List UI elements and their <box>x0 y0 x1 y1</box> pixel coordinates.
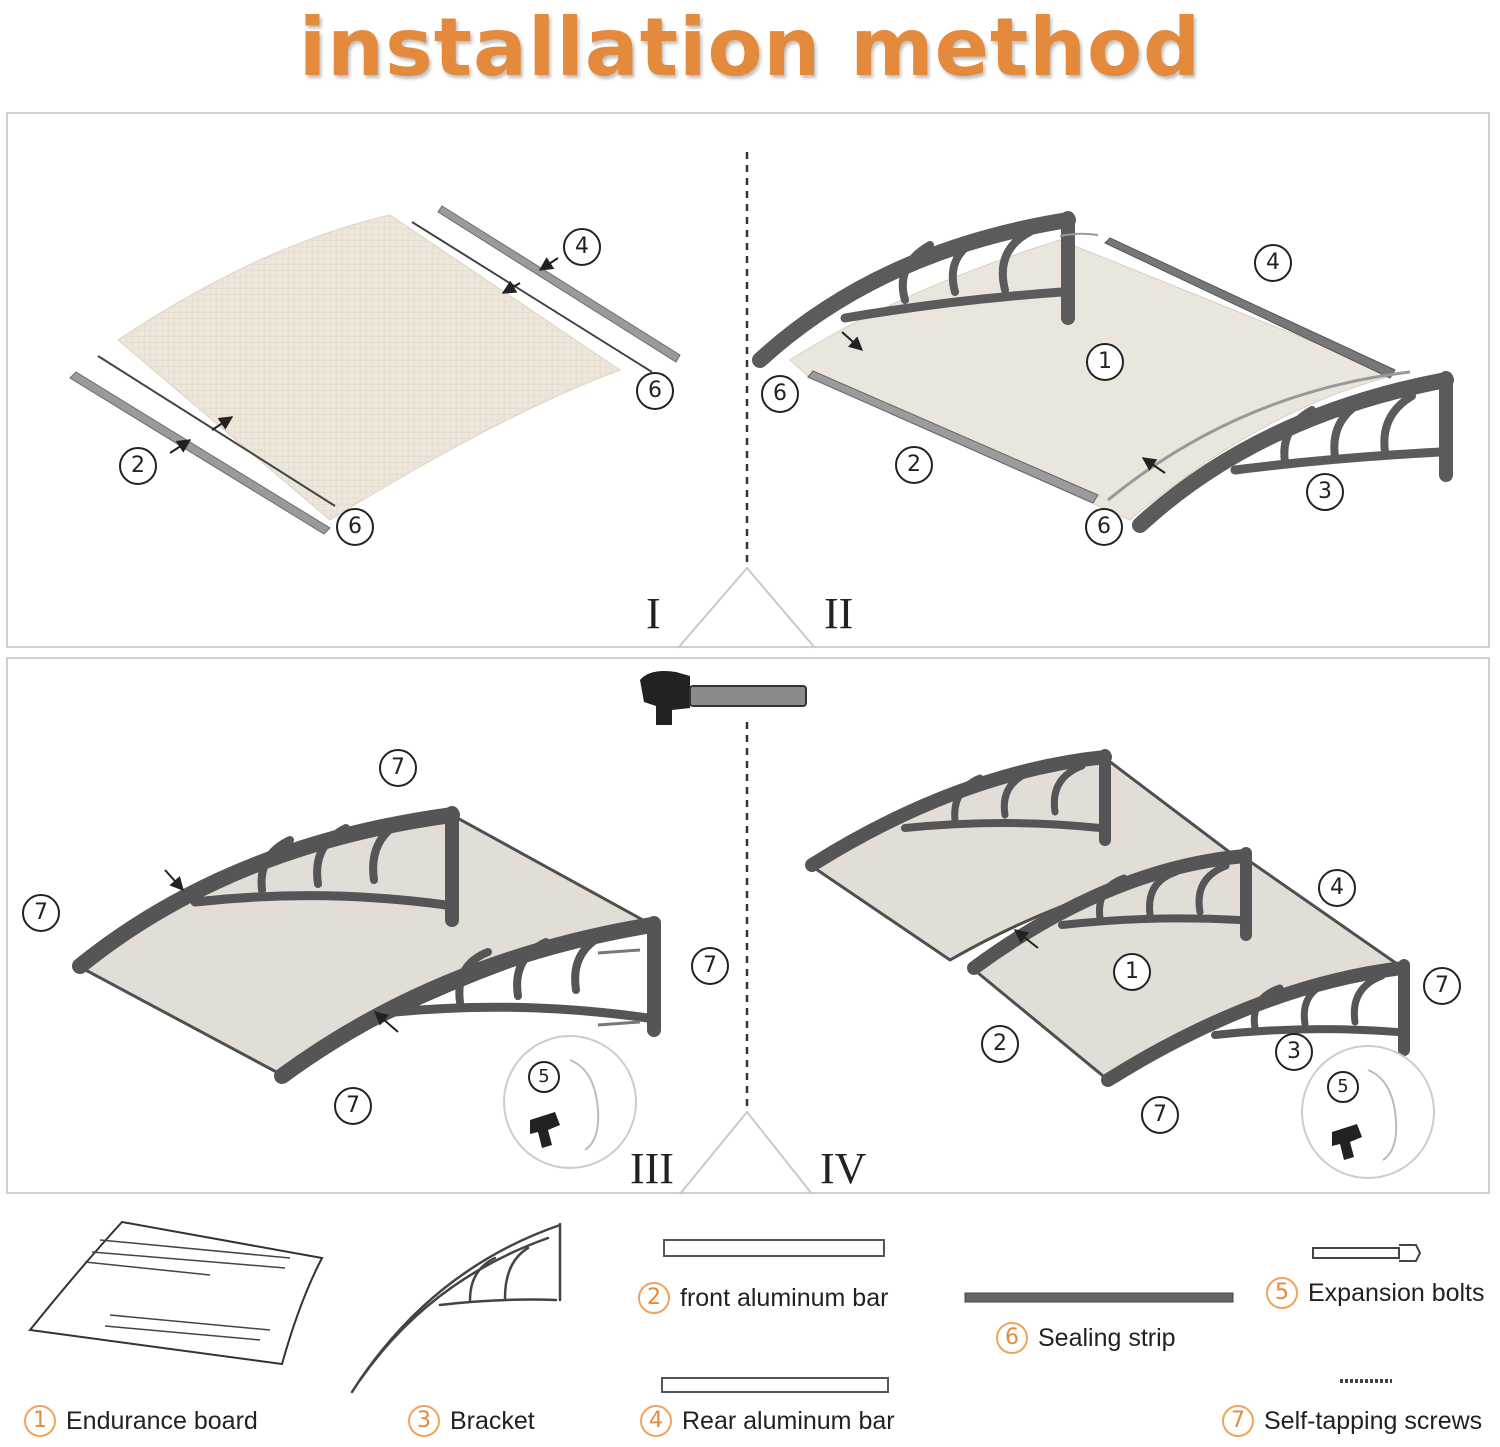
legend-board-art <box>28 1220 324 1366</box>
callout-front-bar: 2 <box>981 1025 1019 1063</box>
hammer-icon <box>640 671 807 725</box>
sealing-strip-p2 <box>1107 370 1411 502</box>
legend-number: 7 <box>1222 1405 1254 1437</box>
callout-endurance-board: 1 <box>1113 953 1151 991</box>
callout-front-bar: 2 <box>895 446 933 484</box>
rear-bar-p1 <box>437 205 681 363</box>
legend-bracket: 3 Bracket <box>408 1405 535 1437</box>
bracket-back-p3 <box>72 806 460 974</box>
board-1 <box>117 214 622 521</box>
stage-label-1: I <box>646 589 661 638</box>
panel-3-art <box>72 806 661 1169</box>
callout-rear-bar: 4 <box>1254 244 1292 282</box>
bracket-front-p2 <box>1132 371 1454 533</box>
legend-label: Endurance board <box>66 1406 258 1435</box>
legend-label: Rear aluminum bar <box>682 1406 895 1435</box>
callout-rear-bar: 4 <box>1318 869 1356 907</box>
callout-bracket: 3 <box>1275 1033 1313 1071</box>
callout-expansion-bolt: 5 <box>1327 1071 1359 1103</box>
stage-label-3: III <box>630 1144 674 1193</box>
panel-2-art <box>752 211 1454 533</box>
legend-number: 3 <box>408 1405 440 1437</box>
stage-triangle-bottom <box>679 1110 813 1195</box>
bracket-back-p2 <box>752 211 1076 368</box>
bracket-front-p4 <box>967 847 1410 1087</box>
page-title: installation method <box>298 1 1202 94</box>
legend-expansion-bolts: 5 Expansion bolts <box>1266 1277 1485 1309</box>
detail-inset-p4 <box>1301 1045 1435 1179</box>
legend-endurance-board: 1 Endurance board <box>24 1405 258 1437</box>
rear-bar-p2 <box>1104 237 1396 379</box>
callout-sealing-strip: 6 <box>761 375 799 413</box>
callout-screw: 7 <box>1141 1096 1179 1134</box>
panel-1-art <box>69 205 681 535</box>
stage-label-4: IV <box>820 1144 867 1193</box>
legend-sealing-strip-art <box>964 1292 1234 1303</box>
front-bar-p1 <box>69 371 331 535</box>
callout-screw: 7 <box>334 1087 372 1125</box>
legend-label: Sealing strip <box>1038 1323 1176 1352</box>
legend-bolt-art <box>1312 1244 1422 1262</box>
bottom-panel-frame <box>6 657 1490 1194</box>
callout-bracket: 3 <box>1306 473 1344 511</box>
legend-label: front aluminum bar <box>680 1283 889 1312</box>
legend-number: 5 <box>1266 1277 1298 1309</box>
legend-label: Expansion bolts <box>1308 1278 1485 1307</box>
callout-rear-bar: 4 <box>563 228 601 266</box>
callout-expansion-bolt: 5 <box>528 1061 560 1093</box>
bracket-front-p3 <box>274 916 661 1084</box>
legend-number: 2 <box>638 1282 670 1314</box>
callout-screw: 7 <box>379 749 417 787</box>
callout-sealing-strip: 6 <box>1085 508 1123 546</box>
sealing-strip-p1-rear <box>411 221 653 373</box>
legend-art <box>28 1220 1422 1394</box>
front-bar-p2 <box>807 370 1099 504</box>
bracket-back-p4 <box>805 749 1112 872</box>
callout-screw: 7 <box>1423 967 1461 1005</box>
legend-number: 1 <box>24 1405 56 1437</box>
legend-bracket-art <box>350 1222 562 1394</box>
legend-front-bar-art <box>663 1239 885 1257</box>
top-panel-frame <box>6 112 1490 648</box>
stage-label-2: II <box>824 589 854 638</box>
legend-label: Self-tapping screws <box>1264 1406 1483 1435</box>
callout-endurance-board: 1 <box>1086 343 1124 381</box>
stage-triangle-top <box>677 566 816 649</box>
legend-sealing-strip: 6 Sealing strip <box>996 1322 1176 1354</box>
callout-sealing-strip: 6 <box>336 508 374 546</box>
callout-screw: 7 <box>691 947 729 985</box>
legend-number: 4 <box>640 1405 672 1437</box>
sealing-strip-p1-front <box>97 355 336 507</box>
legend-self-tapping-screws: 7 Self-tapping screws <box>1222 1405 1482 1437</box>
legend-front-aluminum-bar: 2 front aluminum bar <box>638 1282 888 1314</box>
detail-inset-p3 <box>503 1035 637 1169</box>
legend-rear-aluminum-bar: 4 Rear aluminum bar <box>640 1405 895 1437</box>
legend-number: 6 <box>996 1322 1028 1354</box>
callout-front-bar: 2 <box>119 447 157 485</box>
callout-sealing-strip: 6 <box>636 372 674 410</box>
legend-label: Bracket <box>450 1406 535 1435</box>
callout-screw: 7 <box>22 894 60 932</box>
legend-rear-bar-art <box>661 1377 889 1393</box>
